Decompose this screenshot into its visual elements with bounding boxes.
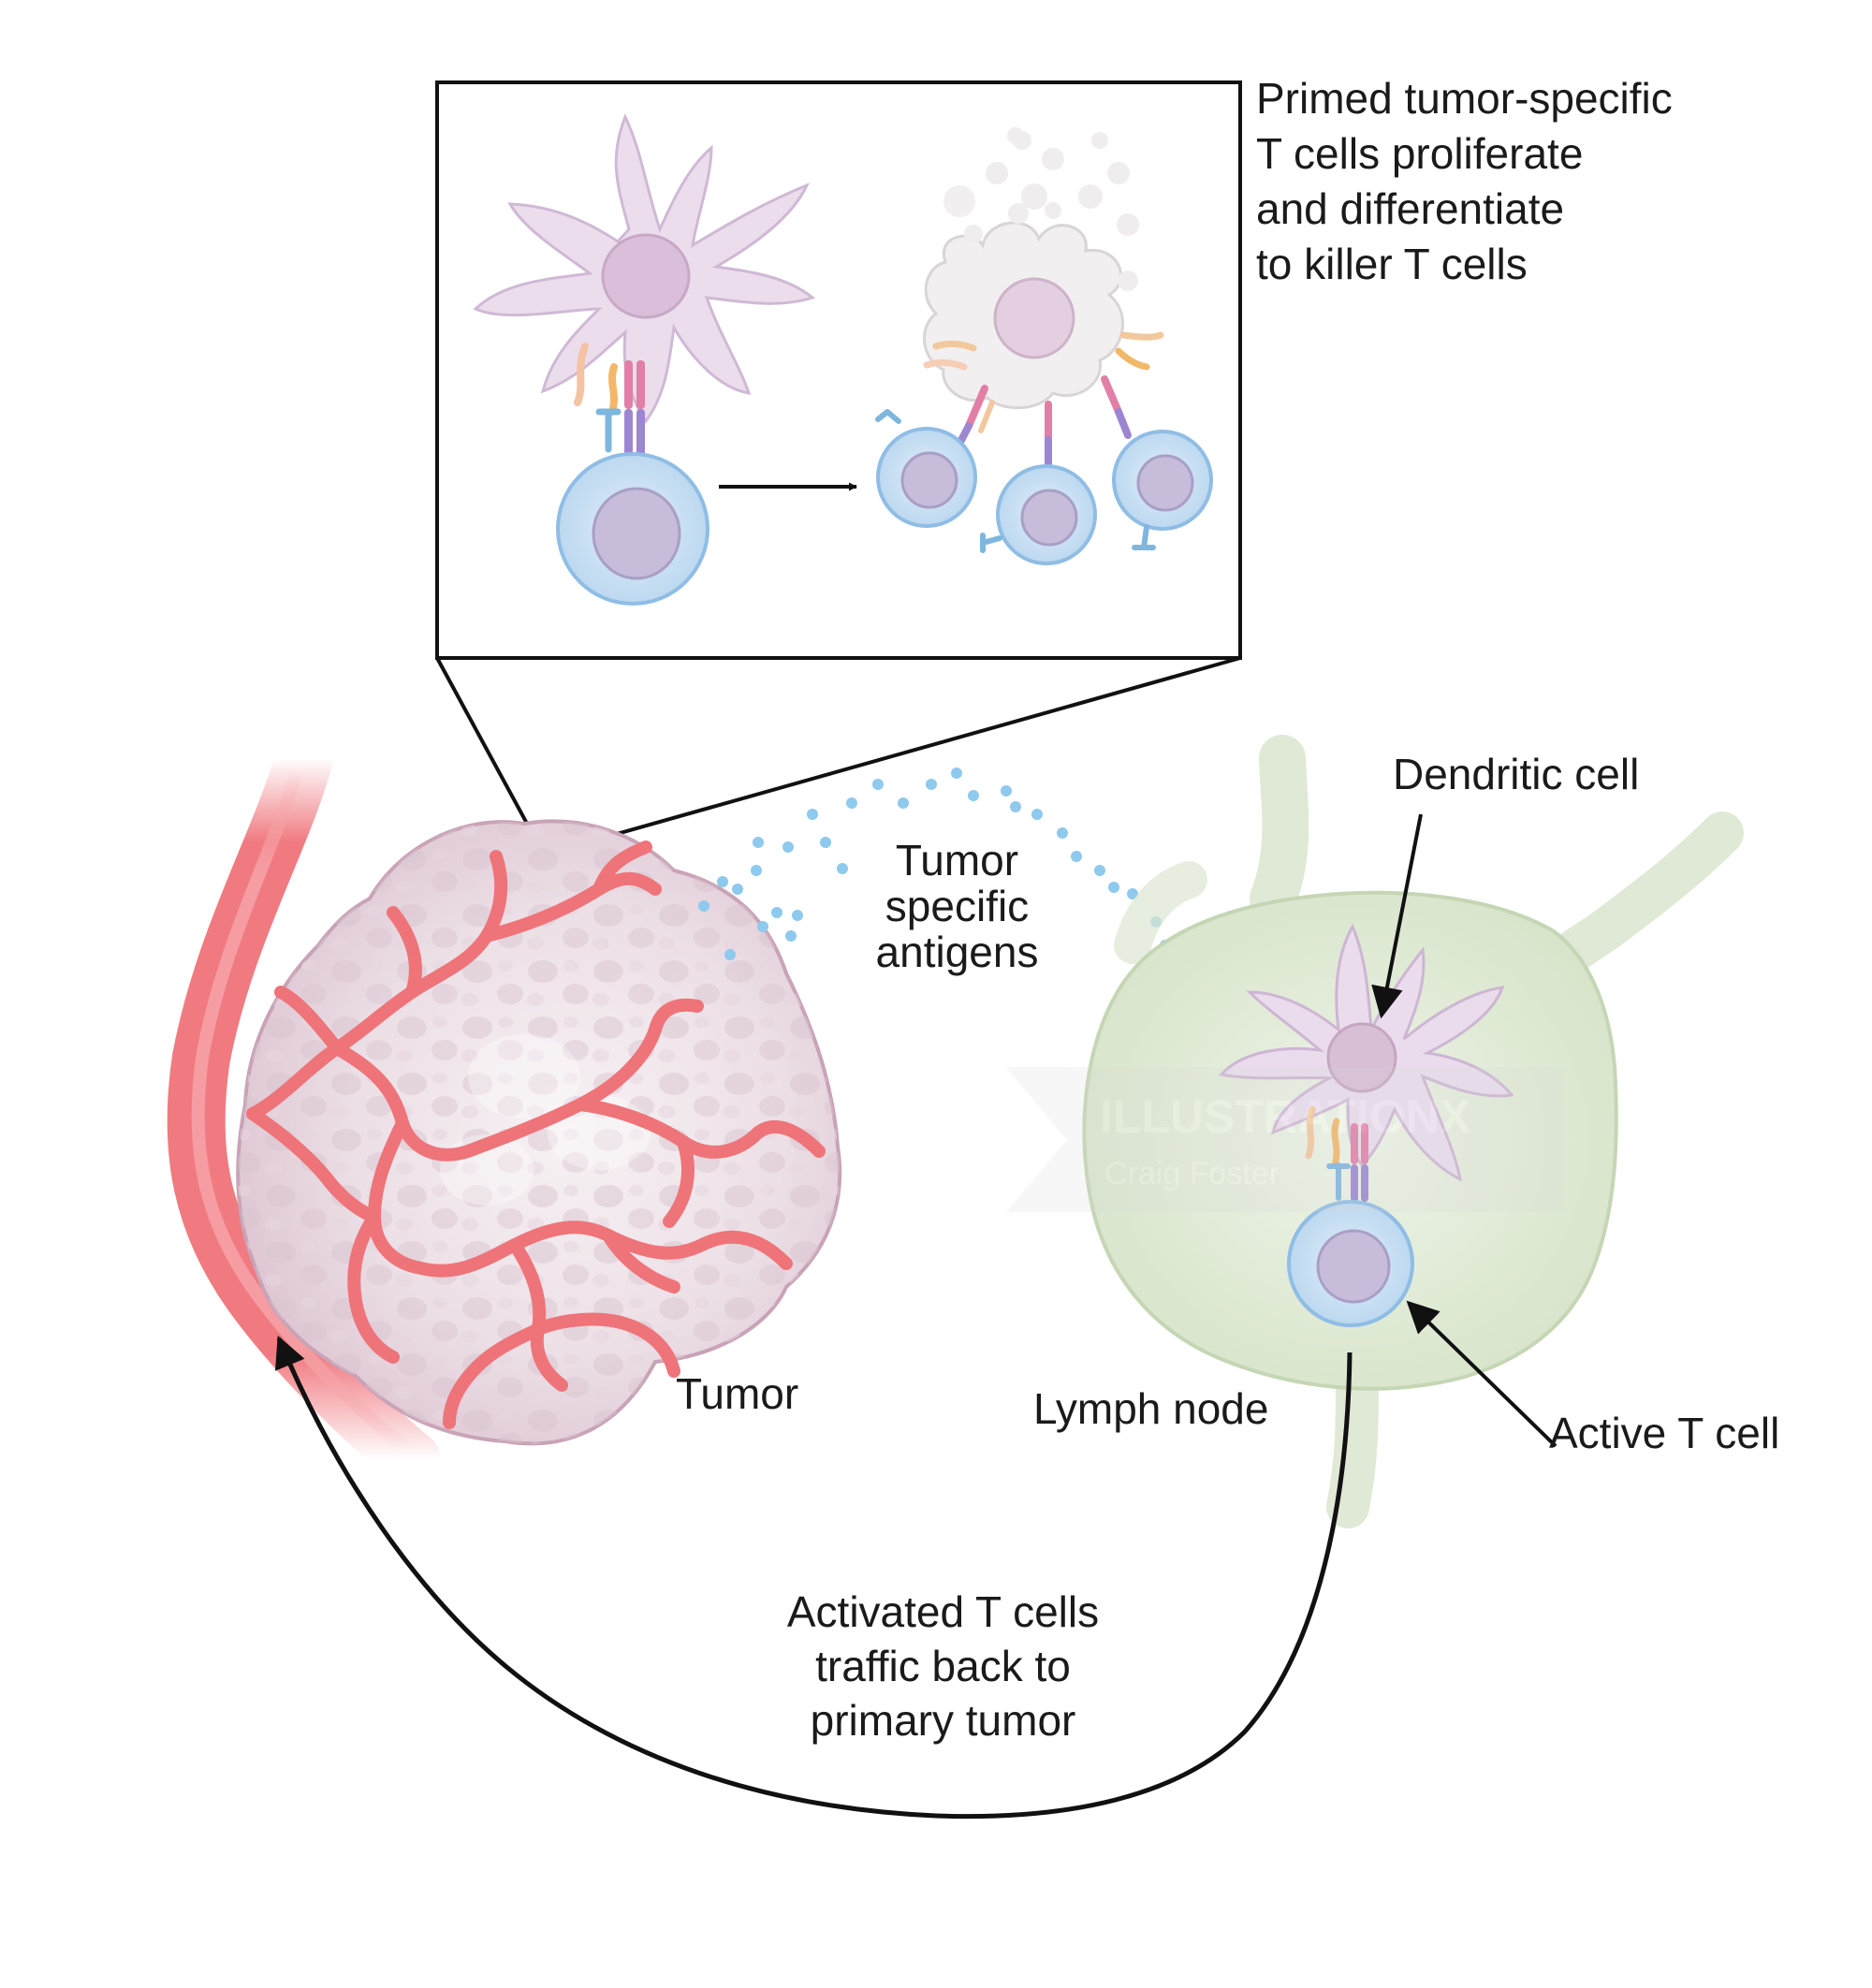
trafficking-arrow: [274, 1335, 1353, 1820]
blood-vessel: [167, 729, 441, 1489]
lymph-vessels: [1114, 735, 1744, 1528]
lymph-node-active-t-cell: [1287, 1200, 1414, 1327]
dendritic-cell-pointer: [1371, 813, 1423, 1019]
inset-proliferating-t-cells: [875, 409, 1213, 565]
watermark-credit: Craig Foster: [1104, 1156, 1280, 1191]
active-t-cell-pointer: [1406, 1300, 1558, 1448]
inset-t-cell: [556, 452, 709, 606]
inset-activated-dendritic-cell: [923, 127, 1164, 472]
tumor-vasculature: [246, 841, 826, 1429]
lymph-node-label: Lymph node: [1033, 1384, 1269, 1433]
tumor-mass: [236, 819, 842, 1446]
antigens-label: Tumor specific antigens: [875, 836, 1039, 976]
tumor-label: Tumor: [676, 1369, 799, 1418]
inset-caption: Primed tumor-specific T cells proliferat…: [1256, 74, 1673, 288]
watermark-text: ILLUSTRATIONX: [1100, 1090, 1470, 1143]
active-t-cell-label: Active T cell: [1549, 1409, 1780, 1457]
inset-dendritic-cell: [473, 113, 816, 424]
lymph-node-dendritic-cell: [1219, 923, 1514, 1202]
watermark: ILLUSTRATIONX Craig Foster: [1006, 1067, 1563, 1212]
dendritic-cell-label: Dendritic cell: [1393, 750, 1640, 798]
inset-receptor-complex: [574, 343, 645, 456]
trafficking-label: Activated T cells traffic back to primar…: [786, 1587, 1100, 1745]
